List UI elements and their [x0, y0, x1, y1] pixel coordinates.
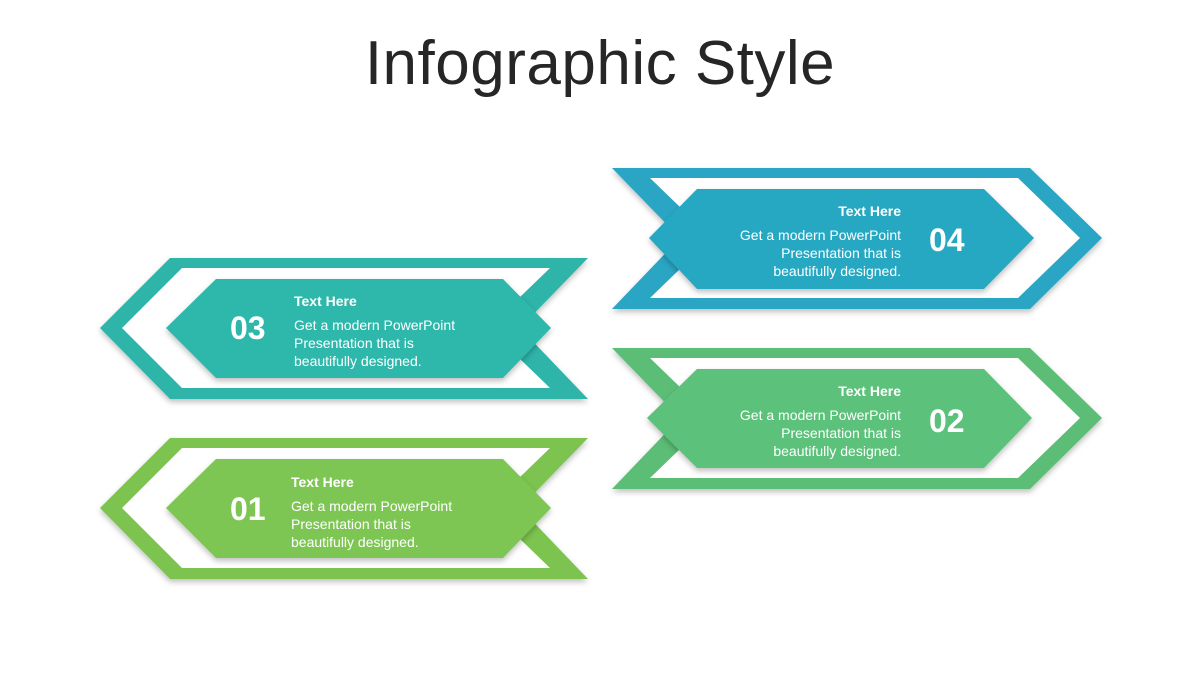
step-body-03: Get a modern PowerPoint Presentation tha…: [294, 317, 456, 369]
inner-hexagon-01: [166, 459, 551, 558]
step-text-02: Text Here Get a modern PowerPoint Presen…: [700, 383, 901, 460]
step-body-02: Get a modern PowerPoint Presentation tha…: [739, 407, 901, 459]
step-number-02: 02: [929, 403, 965, 439]
arrow-group-04: [612, 168, 1102, 309]
step-text-03: Text Here Get a modern PowerPoint Presen…: [294, 293, 494, 370]
step-heading-02: Text Here: [838, 383, 901, 399]
step-text-01: Text Here Get a modern PowerPoint Presen…: [291, 474, 491, 551]
page-title: Infographic Style: [364, 29, 836, 98]
inner-hexagon-03: [166, 279, 551, 378]
inner-hexagon-04: [649, 189, 1034, 289]
arrow-group-01: [100, 438, 588, 579]
step-heading-03: Text Here: [294, 293, 357, 309]
inner-hexagon-02: [647, 369, 1032, 468]
step-number-04: 04: [929, 222, 965, 258]
arrow-group-02: [612, 348, 1102, 489]
step-number-01: 01: [230, 491, 266, 527]
arrow-group-03: [100, 258, 588, 399]
step-heading-04: Text Here: [838, 203, 901, 219]
step-heading-01: Text Here: [291, 474, 354, 490]
step-body-01: Get a modern PowerPoint Presentation tha…: [291, 498, 453, 550]
step-text-04: Text Here Get a modern PowerPoint Presen…: [700, 203, 901, 280]
step-body-04: Get a modern PowerPoint Presentation tha…: [739, 227, 901, 279]
step-number-03: 03: [230, 310, 266, 346]
